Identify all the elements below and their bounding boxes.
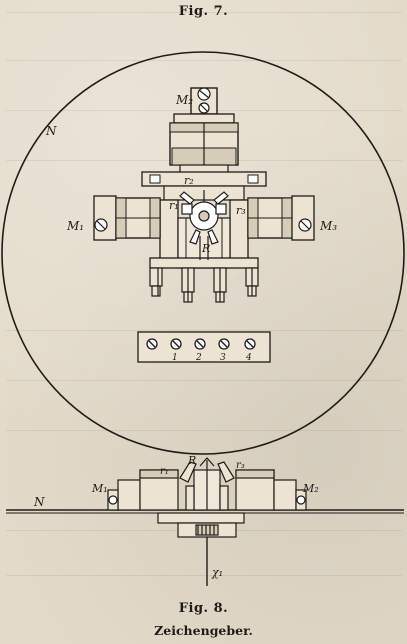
label-m1: M₁	[66, 219, 84, 233]
terminal-label-4: 4	[245, 353, 252, 363]
label-m2: M₂	[175, 93, 193, 107]
terminal-block	[137, 331, 271, 363]
label-m3: M₃	[319, 219, 337, 233]
label-r1-fig8: r₁	[160, 466, 169, 477]
label-r2: r₂	[184, 174, 194, 187]
figure-7-diagram: N M₂ r	[1, 51, 405, 455]
terminal-label-2: 2	[195, 353, 202, 363]
terminal-label-3: 3	[220, 353, 226, 363]
label-x1: χ₁	[211, 566, 223, 579]
terminal-label-1: 1	[172, 353, 178, 363]
label-m2-fig8: M₂	[302, 482, 319, 495]
label-r: R	[201, 242, 210, 255]
central-frame	[141, 171, 267, 269]
label-r1: r₁	[169, 199, 179, 212]
label-n-fig8: N	[33, 495, 45, 509]
under-bracket	[157, 512, 245, 538]
magnet-m3	[247, 195, 315, 241]
figure-7-title: Fig. 7.	[178, 4, 229, 19]
side-magnet-m2	[235, 469, 307, 511]
base-plate-circle	[1, 51, 405, 455]
figure-caption: Zeichengeber.	[154, 623, 253, 638]
label-r3: r₃	[236, 204, 246, 217]
magnet-m1	[93, 195, 161, 241]
side-rotor	[179, 457, 235, 511]
figure-8-title: Fig. 8.	[178, 601, 229, 616]
figure-8-diagram: N M₁ M₂ R r₁ r₃ χ₁	[6, 456, 404, 586]
magnet-m2	[169, 87, 239, 174]
rotor-mechanism	[179, 190, 229, 260]
side-magnet-m1	[107, 469, 179, 511]
label-r3-fig8: r₃	[236, 460, 245, 471]
label-r-fig8: R	[187, 456, 196, 467]
label-n: N	[45, 124, 57, 138]
contact-lugs	[149, 267, 259, 303]
label-m1-fig8: M₁	[91, 482, 108, 495]
